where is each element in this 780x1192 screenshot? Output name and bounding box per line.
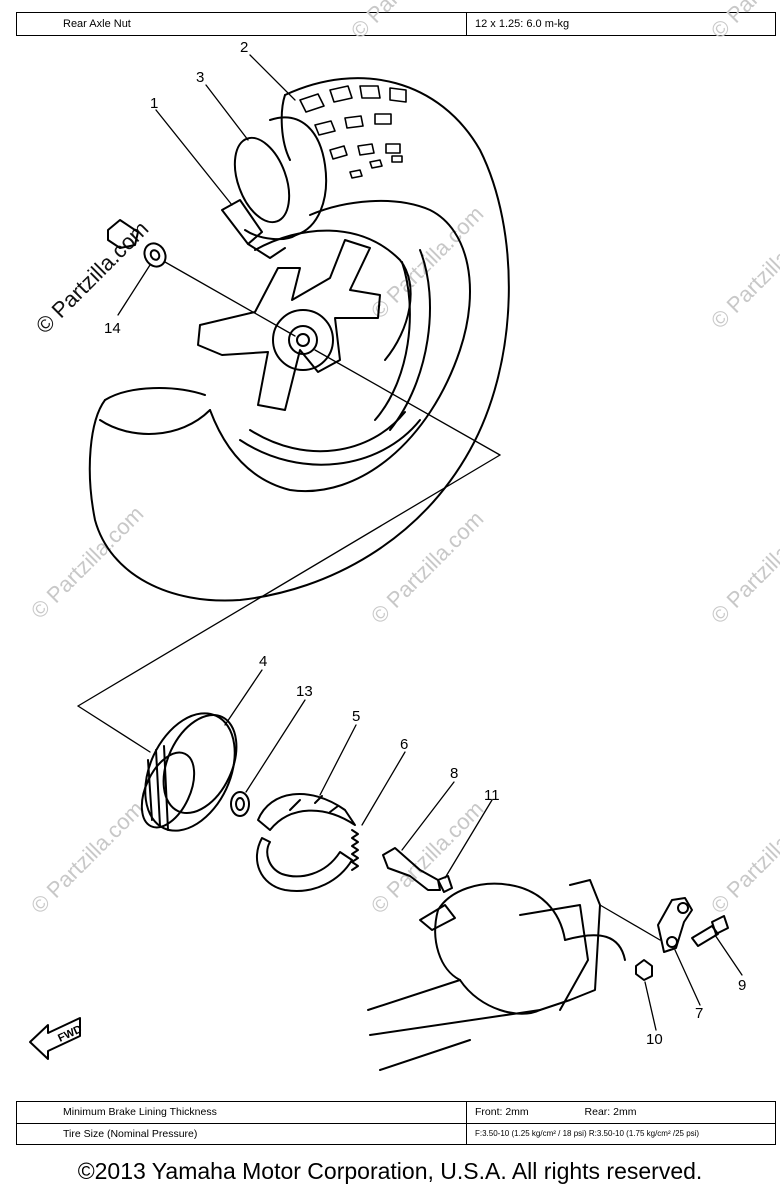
brake-rear-value: Rear: 2mm — [584, 1106, 637, 1119]
callout-14: 14 — [104, 320, 121, 337]
watermark: © Partzilla.com — [26, 501, 149, 624]
callout-8: 8 — [450, 765, 458, 782]
brake-front-value: Front: 2mm — [475, 1106, 529, 1119]
callout-numbers: 1 2 3 14 4 13 5 6 8 11 9 7 10 — [104, 39, 746, 1048]
rear-axle-nut-label: Rear Axle Nut — [16, 12, 467, 36]
callout-4: 4 — [259, 653, 267, 670]
tire-size-label: Tire Size (Nominal Pressure) — [16, 1122, 467, 1145]
copyright-notice: ©2013 Yamaha Motor Corporation, U.S.A. A… — [77, 1158, 703, 1184]
callout-13: 13 — [296, 683, 313, 700]
washer — [230, 791, 250, 817]
watermark-dark: © Partzilla.com — [31, 216, 154, 339]
brake-arm — [657, 897, 693, 953]
brake-seal — [140, 712, 238, 832]
brake-arm-bolt — [691, 915, 729, 947]
callout-2: 2 — [240, 39, 248, 56]
tire-size-value: F:3.50-10 (1.25 kg/cm² / 18 psi) R:3.50-… — [466, 1122, 776, 1145]
callout-7: 7 — [695, 1005, 703, 1022]
watermark-grid: © Partzilla.com © Partzilla.com © Partzi… — [26, 0, 780, 919]
brake-housing — [367, 879, 626, 1071]
watermark: © Partzilla.com — [346, 0, 469, 44]
brake-spring — [351, 829, 359, 871]
watermark: © Partzilla.com — [706, 796, 780, 919]
wheel-rim — [197, 229, 421, 466]
service-spec-table: Minimum Brake Lining Thickness Front: 2m… — [16, 1101, 776, 1145]
callout-6: 6 — [400, 736, 408, 753]
tire — [88, 77, 510, 602]
fwd-arrow-icon — [29, 1017, 81, 1060]
watermark: © Partzilla.com — [706, 506, 780, 629]
bolt-head — [107, 219, 139, 249]
watermark: © Partzilla.com — [706, 0, 780, 44]
watermark: © Partzilla.com — [26, 796, 149, 919]
watermark: © Partzilla.com — [706, 211, 780, 334]
callout-1: 1 — [150, 95, 158, 112]
callout-9: 9 — [738, 977, 746, 994]
inner-tube — [233, 116, 328, 241]
brake-lining-values: Front: 2mm Rear: 2mm — [466, 1101, 776, 1124]
leader-lines — [77, 261, 661, 941]
callout-3: 3 — [196, 69, 204, 86]
callout-11: 11 — [484, 787, 500, 804]
axle-collar — [143, 242, 167, 268]
rim-band — [221, 199, 286, 259]
callout-10: 10 — [646, 1031, 663, 1048]
rear-axle-nut-value: 12 x 1.25: 6.0 m-kg — [466, 12, 776, 36]
brake-lining-label: Minimum Brake Lining Thickness — [16, 1101, 467, 1124]
brake-shoes — [256, 793, 356, 892]
callout-leaders — [117, 54, 743, 1031]
brake-arm-nut — [635, 959, 653, 981]
torque-spec-table: Rear Axle Nut 12 x 1.25: 6.0 m-kg — [16, 12, 776, 36]
brake-cam — [382, 847, 441, 891]
callout-5: 5 — [352, 708, 360, 725]
